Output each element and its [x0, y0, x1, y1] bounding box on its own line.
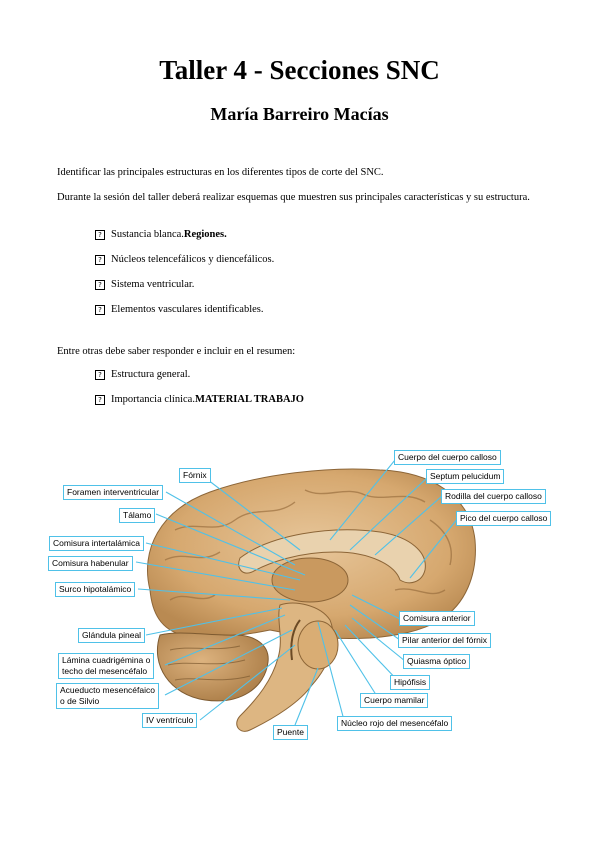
checkbox-icon: ?: [95, 369, 105, 380]
label-talamo: Tálamo: [119, 508, 156, 523]
pons-shape: [297, 620, 339, 670]
list-item: ? Núcleos telencefálicos y diencefálicos…: [95, 254, 274, 265]
label-line: o de Silvio: [60, 696, 100, 706]
author-name: María Barreiro Macías: [210, 104, 389, 124]
label-puente: Puente: [273, 725, 308, 740]
label-line: techo del mesencéfalo: [62, 666, 148, 676]
list-item: ? Sistema ventricular.: [95, 279, 194, 290]
label-cuerpo-calloso: Cuerpo del cuerpo calloso: [394, 450, 501, 465]
cerebellum-shape: [156, 632, 269, 702]
ventricle-shape: [290, 619, 301, 661]
list-item-text: Elementos vasculares identificables.: [111, 304, 264, 315]
session-paragraph: Durante la sesión del taller deberá real…: [57, 192, 530, 203]
label-surco-hipotalamico: Surco hipotalámico: [55, 582, 136, 597]
thalamus-shape: [271, 557, 349, 603]
intro-paragraph: Identificar las principales estructuras …: [57, 167, 384, 178]
label-glandula-pineal: Glándula pineal: [78, 628, 146, 643]
respond-paragraph: Entre otras debe saber responder e inclu…: [57, 346, 296, 357]
label-nucleo-rojo: Núcleo rojo del mesencéfalo: [337, 716, 453, 731]
list-item: ? Sustancia blanca. Regiones.: [95, 229, 227, 240]
list-item: ? Importancia clínica. MATERIAL TRABAJO: [95, 394, 304, 405]
list-item: ? Estructura general.: [95, 369, 190, 380]
label-rodilla-cuerpo-calloso: Rodilla del cuerpo calloso: [441, 489, 546, 504]
corpus-callosum-shape: [238, 529, 426, 584]
checkbox-icon: ?: [95, 394, 105, 405]
label-line: Lámina cuadrigémina o: [62, 655, 151, 665]
label-comisura-anterior: Comisura anterior: [399, 611, 475, 626]
list-item-bold: Regiones.: [183, 229, 227, 240]
leader-lines: [135, 459, 459, 726]
label-hipofisis: Hipófisis: [390, 675, 431, 690]
list-item: ? Elementos vasculares identificables.: [95, 304, 264, 315]
label-line: Acueducto mesencéfaico: [60, 685, 155, 695]
label-foramen-interventricular: Foramen interventricular: [63, 485, 164, 500]
brain-sagittal-figure: Fórnix Foramen interventricular Tálamo C…: [0, 440, 599, 760]
checkbox-icon: ?: [95, 304, 105, 315]
label-acueducto: Acueducto mesencéfaico o de Silvio: [56, 683, 159, 709]
checkbox-icon: ?: [95, 254, 105, 265]
label-lamina-cuadrigemina: Lámina cuadrigémina o techo del mesencéf…: [58, 653, 155, 679]
checkbox-icon: ?: [95, 229, 105, 240]
list-item-text: Importancia clínica.: [111, 394, 195, 405]
list-item-text: Estructura general.: [111, 369, 191, 380]
label-cuerpo-mamilar: Cuerpo mamilar: [360, 693, 429, 708]
label-fornix: Fórnix: [179, 468, 211, 483]
label-pilar-anterior-fornix: Pilar anterior del fórnix: [398, 633, 492, 648]
list-item-bold: MATERIAL TRABAJO: [194, 394, 304, 405]
page-title: Taller 4 - Secciones SNC: [159, 55, 440, 85]
list-item-text: Sustancia blanca.: [111, 229, 184, 240]
label-septum-pelucidum: Septum pelucidum: [426, 469, 505, 484]
list-item-text: Núcleos telencefálicos y diencefálicos.: [111, 254, 275, 265]
list-item-text: Sistema ventricular.: [111, 279, 195, 290]
checkbox-icon: ?: [95, 279, 105, 290]
label-comisura-habenular: Comisura habenular: [48, 556, 133, 571]
label-iv-ventriculo: IV ventrículo: [142, 713, 198, 728]
cerebellum-folia: [167, 645, 251, 681]
label-comisura-intertalamica: Comisura intertalámica: [49, 536, 144, 551]
label-quiasma-optico: Quiasma óptico: [403, 654, 471, 669]
label-pico-cuerpo-calloso: Pico del cuerpo calloso: [456, 511, 552, 526]
brain-illustration: [135, 459, 476, 732]
